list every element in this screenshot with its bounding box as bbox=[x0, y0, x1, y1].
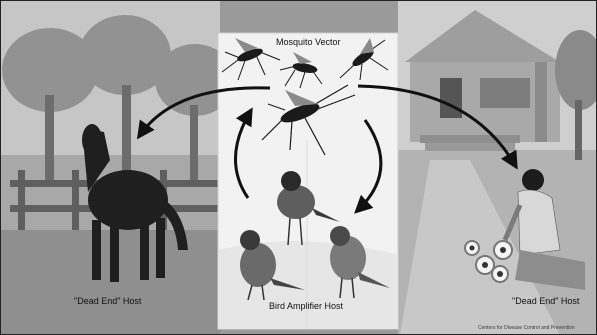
dead-end-host-right-label: "Dead End" Host bbox=[512, 296, 579, 306]
dead-end-host-left-label: "Dead End" Host bbox=[74, 296, 141, 306]
credit-text: Centers for Disease Control and Preventi… bbox=[478, 325, 575, 331]
bird-amplifier-host-label: Bird Amplifier Host bbox=[269, 301, 343, 311]
mosquito-panel bbox=[218, 33, 398, 329]
left-background bbox=[0, 0, 235, 335]
mosquito-vector-label: Mosquito Vector bbox=[276, 37, 341, 47]
